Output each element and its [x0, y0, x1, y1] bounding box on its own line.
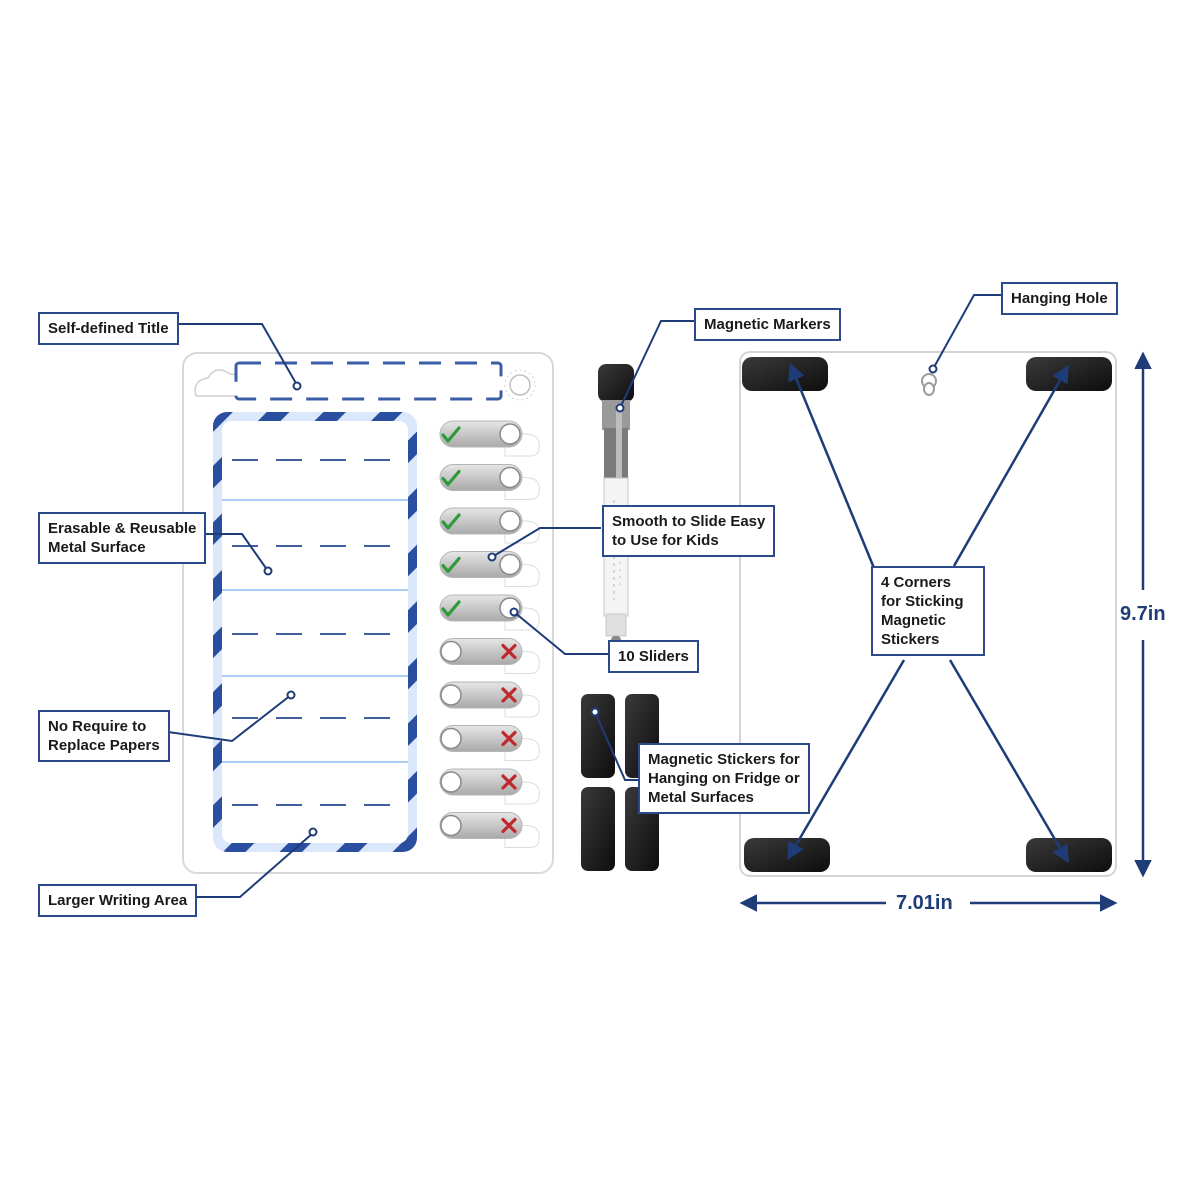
- callout-line: Hanging on Fridge or: [648, 770, 800, 787]
- callout-erasable-surface: Erasable & Reusable Metal Surface: [38, 512, 207, 564]
- corner-magnet-bl: [744, 838, 830, 872]
- cross-icon: [501, 643, 517, 660]
- writing-lines: [222, 459, 408, 806]
- callout-ten-sliders: 10 Sliders: [608, 640, 699, 673]
- corner-magnet-tr: [1026, 357, 1112, 391]
- slider-9[interactable]: [439, 768, 540, 805]
- check-icon: [441, 600, 461, 617]
- callout-four-corners: 4 Corners for Sticking Magnetic Stickers: [871, 566, 985, 656]
- slider-7[interactable]: [439, 681, 540, 718]
- writing-area: [222, 421, 408, 843]
- cross-icon: [501, 774, 517, 790]
- callout-line: Erasable & Reusable: [48, 520, 197, 537]
- callout-smooth-slide: Smooth to Slide Easy to Use for Kids: [602, 505, 776, 557]
- slider-10[interactable]: [439, 812, 540, 848]
- callout-larger-writing-area: Larger Writing Area: [38, 884, 198, 917]
- cross-icon: [501, 687, 517, 703]
- sun-icon: [504, 369, 536, 401]
- callout-line: for Sticking: [881, 593, 964, 610]
- callout-text: Self-defined Title: [48, 320, 169, 337]
- leader-lines: [167, 294, 1001, 898]
- dimension-arrows: [739, 351, 1152, 912]
- corner-magnet-tl: [742, 357, 828, 391]
- callout-magnetic-markers: Magnetic Markers: [694, 308, 841, 341]
- slider-knob[interactable]: [499, 423, 521, 445]
- height-dimension-label: 9.7in: [1120, 603, 1166, 626]
- slider-8[interactable]: [439, 725, 540, 761]
- callout-text: 10 Sliders: [618, 648, 689, 665]
- title-strip: [234, 361, 503, 401]
- slider-knob[interactable]: [499, 510, 521, 532]
- callout-line: Magnetic: [881, 612, 947, 629]
- width-dimension-label: 7.01in: [896, 892, 953, 915]
- callout-line: Magnetic Stickers for: [648, 751, 800, 768]
- slider-knob[interactable]: [440, 727, 462, 750]
- check-icon: [441, 513, 461, 530]
- slider-2[interactable]: [439, 464, 540, 500]
- callout-line: Metal Surfaces: [648, 789, 754, 806]
- slider-column: [439, 420, 540, 848]
- corner-magnet-br: [1026, 838, 1112, 872]
- callout-text: Hanging Hole: [1011, 290, 1108, 307]
- callout-self-defined-title: Self-defined Title: [38, 312, 179, 345]
- slider-1[interactable]: [439, 420, 540, 457]
- slider-knob[interactable]: [499, 466, 521, 489]
- check-icon: [441, 556, 461, 574]
- slider-knob[interactable]: [440, 771, 462, 793]
- callout-line: Stickers: [881, 631, 940, 648]
- callout-text: Larger Writing Area: [48, 892, 188, 909]
- slider-knob[interactable]: [440, 640, 462, 663]
- callout-line: 4 Corners: [881, 574, 952, 591]
- callout-hanging-hole: Hanging Hole: [1001, 282, 1118, 315]
- slider-6[interactable]: [439, 638, 540, 674]
- slider-knob[interactable]: [499, 553, 521, 576]
- magnetic-marker: [598, 364, 634, 658]
- callout-no-require-papers: No Require to Replace Papers: [38, 710, 170, 762]
- check-icon: [441, 426, 461, 443]
- slider-4[interactable]: [439, 551, 540, 587]
- slider-knob[interactable]: [440, 814, 462, 837]
- slider-3[interactable]: [439, 507, 540, 544]
- callout-magnetic-stickers: Magnetic Stickers for Hanging on Fridge …: [638, 743, 810, 814]
- callout-line: No Require to: [48, 718, 147, 735]
- cross-icon: [501, 730, 517, 747]
- cross-icon: [501, 817, 517, 834]
- slider-knob[interactable]: [440, 684, 462, 706]
- callout-line: to Use for Kids: [612, 532, 719, 549]
- checklist-board: [182, 352, 554, 874]
- leader-dots: [263, 364, 938, 837]
- callout-line: Replace Papers: [48, 737, 160, 754]
- check-icon: [441, 469, 461, 487]
- callout-line: Metal Surface: [48, 539, 146, 556]
- callout-line: Smooth to Slide Easy: [612, 513, 766, 530]
- callout-text: Magnetic Markers: [704, 316, 831, 333]
